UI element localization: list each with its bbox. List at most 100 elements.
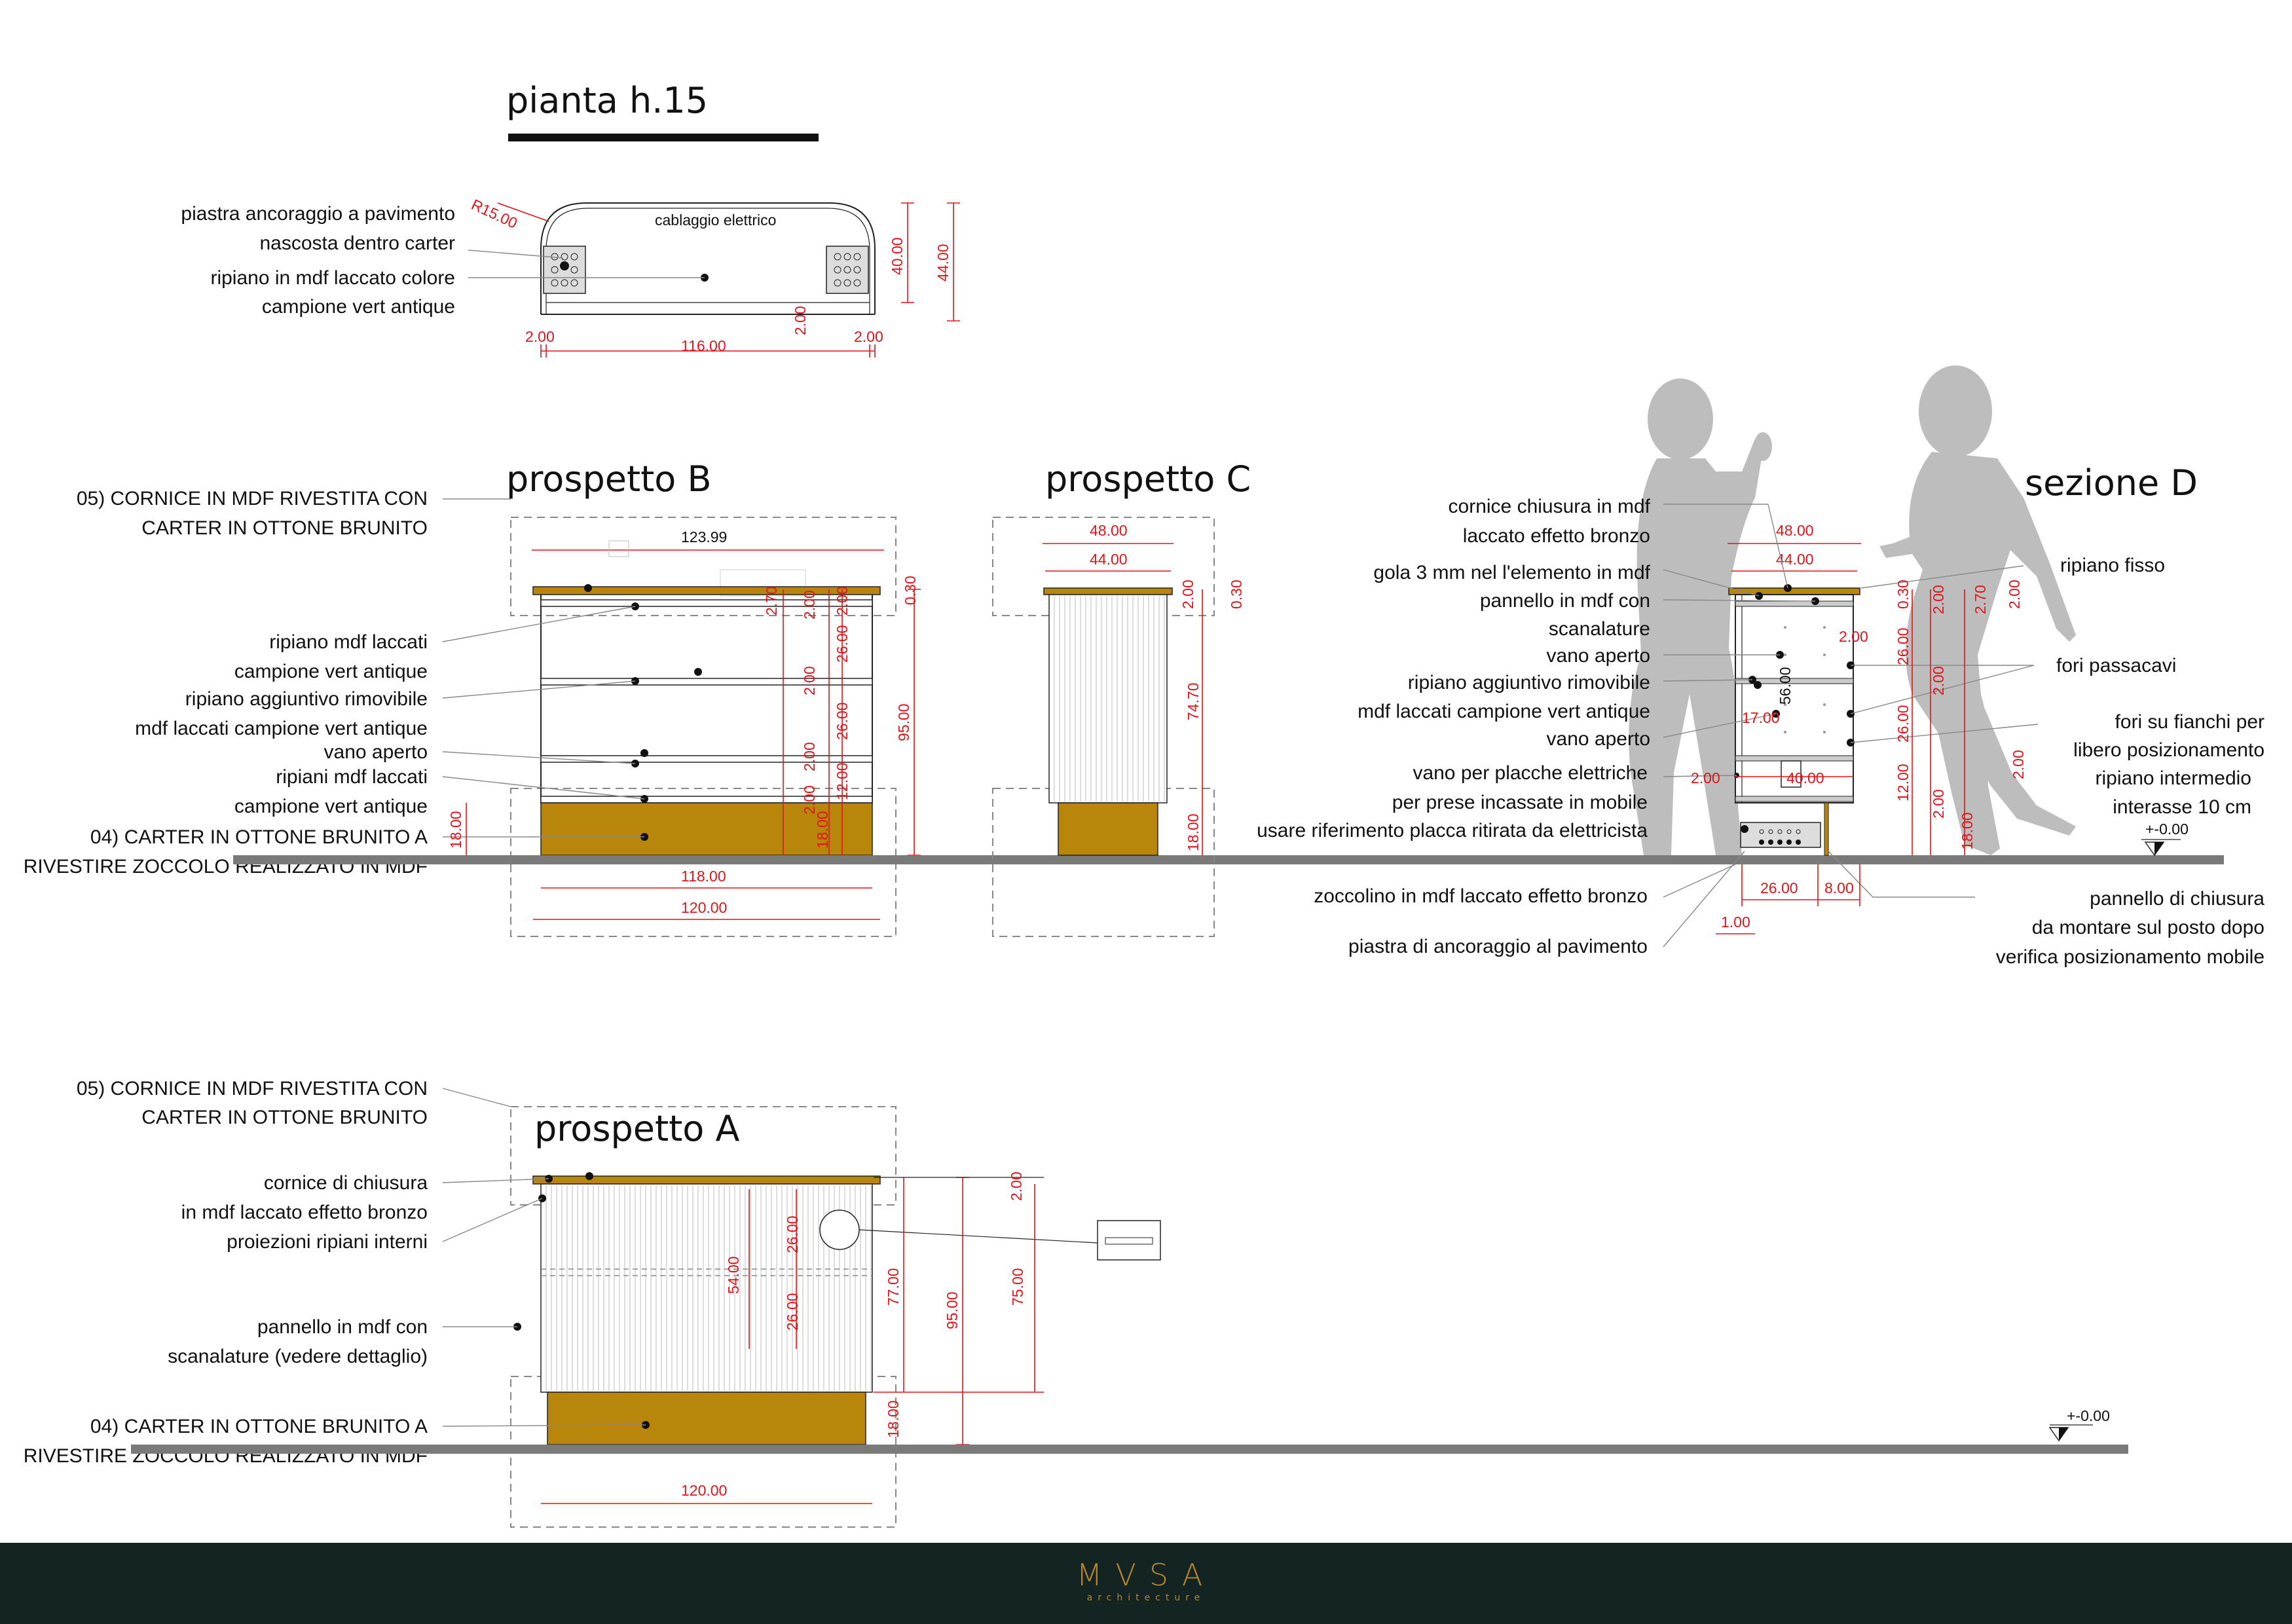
technical-drawing: pianta h.15 cablaggio elettrico piastra …: [24, 80, 2264, 1528]
elevation-b-faint-detail-1: [608, 540, 629, 557]
section-d-dim-17: 17.00: [1742, 709, 1780, 726]
elevation-b-top-frame: [532, 586, 881, 595]
elevation-b-dim-18b: 18.00: [447, 811, 464, 849]
elevation-b-note-9: campione vert antique: [234, 796, 428, 817]
elevation-c-grooved-panel: [1048, 594, 1168, 803]
elevation-b-dim-26a: 26.00: [834, 625, 851, 663]
svg-text:+-0.00: +-0.00: [2067, 1407, 2110, 1424]
plan-view: pianta h.15 cablaggio elettrico piastra …: [181, 80, 960, 358]
anchor-plate-right: [826, 246, 869, 294]
elevation-a-note-8: 04) CARTER IN OTTONE BRUNITO A: [90, 1416, 428, 1437]
plan-radius-dim: R15.00: [469, 196, 520, 232]
elevation-a-note-3: cornice di chiusura: [264, 1172, 428, 1194]
section-d-dim-2e: 2.00: [2010, 750, 2027, 779]
section-d-dim-2a: 2.00: [1930, 585, 1947, 614]
section-d-dim-8: 8.00: [1824, 879, 1854, 896]
elevation-b-note-10: 04) CARTER IN OTTONE BRUNITO A: [90, 826, 428, 848]
elevation-b-dim-95: 95.00: [895, 703, 912, 741]
elevation-b-note-1: 05) CORNICE IN MDF RIVESTITA CON: [77, 488, 428, 509]
section-d-note-11: per prese incassate in mobile: [1392, 792, 1648, 813]
elevation-b-title: prospetto B: [506, 458, 712, 500]
plan-outline: [540, 202, 876, 314]
elevation-b-dim-120: 120.00: [681, 899, 727, 916]
plan-note-4: campione vert antique: [262, 296, 455, 318]
elevation-b-dim-12399: 123.99: [681, 528, 727, 545]
section-d-carcass: [1735, 594, 1854, 803]
section-d-note-3: gola 3 mm nel l'elemento in mdf: [1373, 562, 1650, 583]
elevation-b-faint-detail-2: [720, 569, 806, 597]
plan-title: pianta h.15: [506, 80, 708, 121]
elevation-b-dim-030: 0.30: [902, 576, 919, 605]
elevation-a-dim-54: 54.00: [725, 1256, 742, 1294]
section-d-dim-12: 12.00: [1895, 764, 1912, 802]
elevation-a: prospetto A 05) CORNICE IN MDF RIVESTITA…: [24, 1078, 2110, 1528]
section-d-dim-5600: 56.00: [1777, 667, 1794, 705]
elevation-c-dim-2: 2.00: [1179, 580, 1196, 609]
plan-radius-line: [497, 202, 549, 222]
elevation-b-dim-2a: 2.00: [801, 590, 818, 619]
section-d: sezione D 48.00 44.00: [1257, 365, 2264, 968]
elevation-a-dim-26a: 26.00: [784, 1215, 801, 1253]
section-d-note-r9: verifica posizionamento mobile: [1996, 946, 2264, 968]
elevation-a-note-2: CARTER IN OTTONE BRUNITO: [141, 1107, 428, 1128]
elevation-b-shelf-top: [540, 599, 873, 607]
section-d-dim-1: 1.00: [1721, 913, 1750, 931]
floor-line-bottom: [131, 1445, 2128, 1454]
section-d-note-r5: ripiano intermedio: [2096, 767, 2251, 789]
elevation-a-note-5: proiezioni ripiani interni: [227, 1231, 428, 1253]
elevation-c-title: prospetto C: [1045, 458, 1251, 500]
section-d-note-r2: fori passacavi: [2056, 655, 2176, 676]
elevation-b-shelf-bottom: [540, 796, 873, 803]
elevation-c-dim-7470: 74.70: [1185, 682, 1202, 720]
svg-text:+-0.00: +-0.00: [2145, 821, 2189, 838]
section-d-dim-26a: 26.00: [1895, 627, 1912, 665]
elevation-a-grooves: [545, 1185, 872, 1391]
elevation-a-dim-18: 18.00: [885, 1400, 902, 1438]
section-d-dim-44: 44.00: [1776, 551, 1814, 568]
section-d-note-9: vano aperto: [1547, 728, 1650, 750]
elevation-b-shelf-middle: [540, 678, 873, 686]
section-d-top-frame: [1728, 587, 1860, 595]
elevation-b-note-5: ripiano aggiuntivo rimovibile: [185, 688, 428, 710]
human-silhouette-left: [1629, 378, 1772, 855]
elevation-a-top-frame: [532, 1175, 881, 1185]
plan-dim-2-right: 2.00: [854, 328, 883, 345]
elevation-a-note-4: in mdf laccato effetto bronzo: [181, 1202, 428, 1223]
anchor-plate-left: [543, 246, 586, 294]
elevation-c-dim-18: 18.00: [1185, 813, 1202, 851]
section-d-note-7: ripiano aggiuntivo rimovibile: [1408, 672, 1650, 693]
elevation-b-note-3: ripiano mdf laccati: [269, 631, 428, 653]
section-d-dim-270: 2.70: [1972, 585, 1989, 614]
section-d-note-r6: interasse 10 cm: [2113, 796, 2251, 818]
section-d-note-r3: fori su fianchi per: [2115, 711, 2264, 733]
section-d-note-r4: libero posizionamento: [2073, 739, 2264, 761]
elevation-b-note-6: mdf laccati campione vert antique: [135, 718, 428, 739]
elevation-b-note-8: ripiani mdf laccati: [276, 766, 428, 788]
elevation-c-grooves: [1054, 596, 1165, 802]
elevation-a-title: prospetto A: [534, 1108, 740, 1149]
elevation-c: prospetto C 48.00 44.00 2.00 0.30 74.70 …: [992, 458, 1251, 937]
section-d-dim-26c: 26.00: [1760, 879, 1798, 896]
elevation-b-dim-118: 118.00: [681, 868, 726, 885]
elevation-a-dim-2: 2.00: [1008, 1172, 1025, 1201]
elevation-b-brass-plinth: [540, 802, 873, 856]
footer-bar: [0, 1543, 2292, 1624]
plan-note-3: ripiano in mdf laccato colore: [210, 267, 455, 289]
elevation-c-top-frame: [1043, 587, 1173, 595]
section-d-dim-2c: 2.00: [1839, 628, 1868, 645]
elevation-b-dim-18a: 18.00: [814, 811, 831, 849]
elevation-a-dim-77: 77.00: [885, 1268, 902, 1306]
plan-dim-2-vert: 2.00: [792, 306, 809, 335]
elevation-a-dim-95: 95.00: [944, 1291, 961, 1329]
section-d-note-6: vano aperto: [1547, 645, 1650, 667]
elevation-b-dim-2e: 2.00: [801, 785, 818, 815]
plan-note-1: piastra ancoraggio a pavimento: [181, 203, 455, 225]
section-d-note-1: cornice chiusura in mdf: [1449, 496, 1651, 517]
elevation-b-dim-270: 2.70: [763, 586, 780, 616]
section-d-note-2: laccato effetto bronzo: [1463, 525, 1650, 547]
section-d-dim-40: 40.00: [1786, 769, 1824, 786]
section-d-dim-2f: 2.00: [1691, 769, 1720, 786]
section-d-dim-2d: 2.00: [1930, 666, 1947, 695]
section-d-dim-2b: 2.00: [2006, 580, 2023, 609]
elevation-b-note-2: CARTER IN OTTONE BRUNITO: [141, 517, 428, 539]
